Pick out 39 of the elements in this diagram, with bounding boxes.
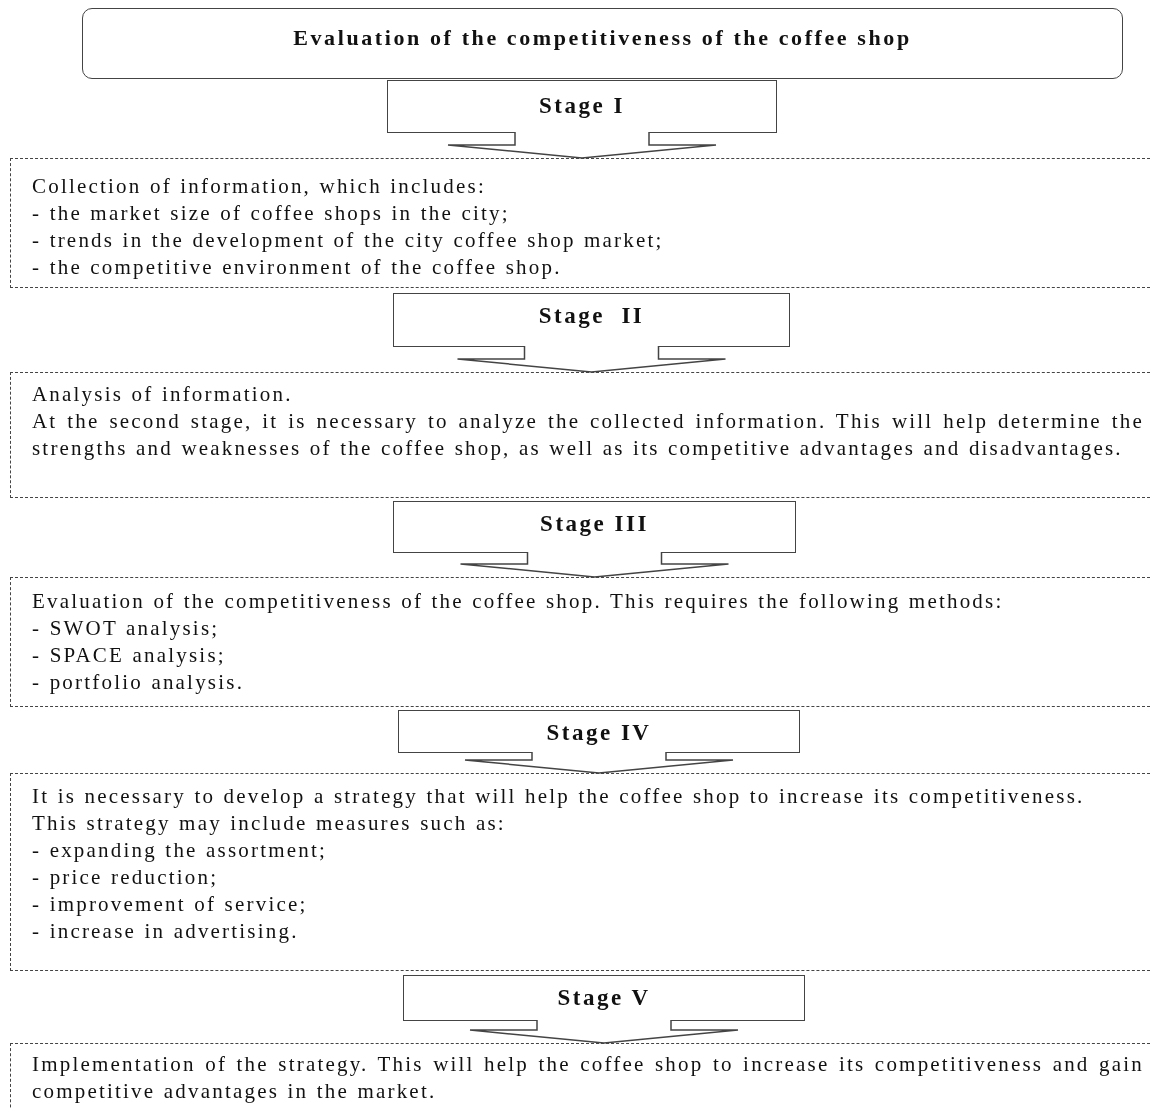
block-arrow — [456, 345, 727, 373]
description-line: - improvement of service; — [32, 891, 309, 918]
stage-description: Analysis of information. — [32, 381, 294, 408]
stage-box — [393, 501, 796, 553]
stage-box — [387, 80, 777, 133]
title-box — [82, 8, 1123, 79]
description-line: - SPACE analysis; — [32, 642, 227, 669]
stage-box — [398, 710, 800, 753]
block-arrow — [447, 131, 717, 159]
description-line: - expanding the assortment; — [32, 837, 329, 864]
dashed-text-box — [10, 1043, 1150, 1109]
stage-label: Stage I — [539, 94, 625, 120]
description-line: - price reduction; — [32, 864, 220, 891]
title-text: Evaluation of the competitiveness of the coffee shop — [293, 27, 912, 52]
description-line: At the second stage, it is necessary to analyze the collected information. This will help determine the strengths and weaknesses of the coffee shop, as well as its competitive advantages and disadvantages. — [32, 408, 1144, 462]
stage-description: Evaluation of the competitiveness of the coffee shop. This requires the following methods: — [32, 588, 1005, 615]
description-line: - increase in advertising. — [32, 918, 300, 945]
stage-box — [403, 975, 805, 1021]
description-line: - the competitive environment of the coffee shop. — [32, 254, 563, 281]
description-line: - portfolio analysis. — [32, 669, 246, 696]
dashed-text-box — [10, 372, 1150, 498]
block-arrow — [469, 1019, 739, 1044]
block-arrow — [459, 551, 730, 578]
stage-label: Stage IV — [546, 721, 652, 747]
dashed-text-box — [10, 577, 1150, 707]
description-line: - the market size of coffee shops in the city; — [32, 200, 511, 227]
stage-label: Stage II — [538, 304, 645, 330]
block-arrow — [464, 751, 734, 774]
stage-box — [393, 293, 790, 347]
dashed-text-box — [10, 773, 1150, 971]
description-line: - SWOT analysis; — [32, 615, 221, 642]
stage-description: It is necessary to develop a strategy that will help the coffee shop to increase its competitiveness. — [32, 783, 1086, 810]
description-line: - trends in the development of the city coffee shop market; — [32, 227, 665, 254]
description-line: This strategy may include measures such as: — [32, 810, 507, 837]
stage-description: Collection of information, which includes: — [32, 173, 487, 200]
stage-description: Implementation of the strategy. This will help the coffee shop to increase its competitiveness and gain competitive advantages in the market. — [32, 1051, 1144, 1105]
dashed-text-box — [10, 158, 1150, 288]
stage-label: Stage III — [540, 512, 649, 538]
stage-label: Stage V — [557, 986, 651, 1012]
